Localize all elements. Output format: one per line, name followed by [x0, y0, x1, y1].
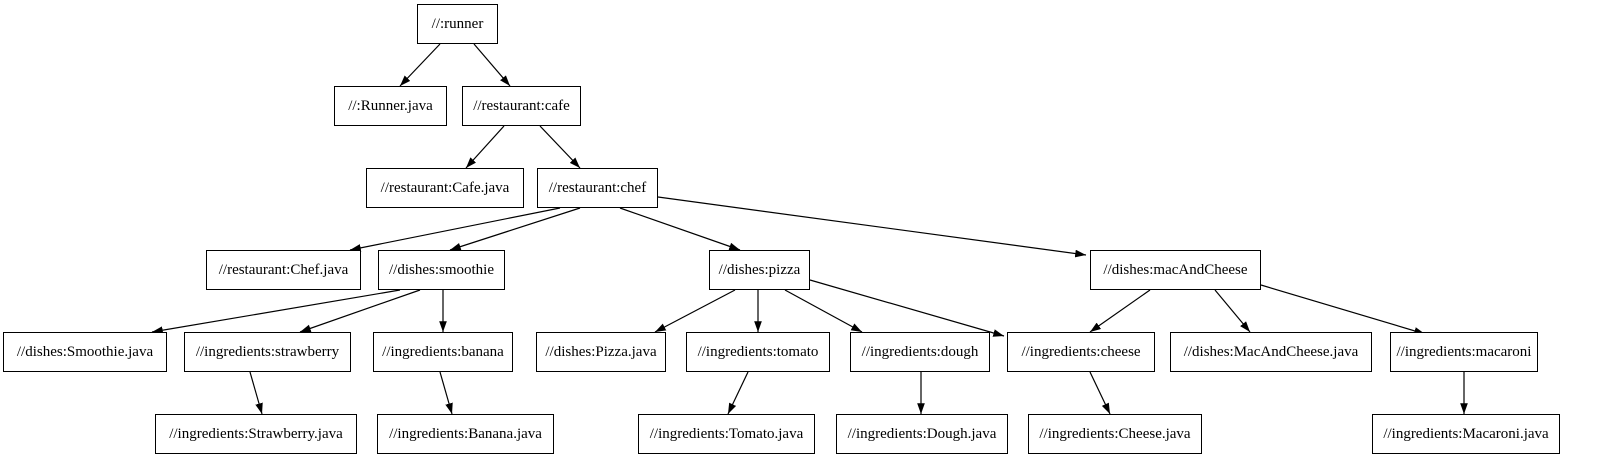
graph-node-label: //restaurant:chef: [548, 179, 647, 196]
graph-edge-dishes_smoothie-to-ing_strawberry: [299, 289, 421, 333]
graph-node-label: //dishes:macAndCheese: [1103, 261, 1248, 278]
graph-node-ing_dough[interactable]: //ingredients:dough: [850, 332, 990, 372]
graph-node-pizza_java[interactable]: //dishes:Pizza.java: [536, 332, 666, 372]
graph-node-dishes_pizza[interactable]: //dishes:pizza: [709, 250, 810, 290]
graph-node-restaurant_chef[interactable]: //restaurant:chef: [537, 168, 658, 208]
graph-node-label: //ingredients:strawberry: [195, 343, 340, 360]
graph-node-ing_banana[interactable]: //ingredients:banana: [373, 332, 513, 372]
graph-node-runner_java[interactable]: //:Runner.java: [334, 86, 447, 126]
graph-node-label: //dishes:Pizza.java: [545, 343, 657, 360]
graph-edge-runner-to-runner_java: [399, 43, 441, 87]
graph-node-label: //ingredients:dough: [861, 343, 979, 360]
graph-edge-runner-to-restaurant_cafe: [473, 43, 511, 87]
graph-edge-restaurant_chef-to-dishes_pizza: [619, 207, 741, 251]
graph-node-label: //ingredients:tomato: [697, 343, 819, 360]
graph-node-ing_macaroni[interactable]: //ingredients:macaroni: [1390, 332, 1538, 372]
graph-node-label: //restaurant:Chef.java: [218, 261, 349, 278]
graph-edge-restaurant_cafe-to-restaurant_chef: [539, 125, 581, 169]
graph-node-label: //ingredients:cheese: [1021, 343, 1141, 360]
graph-node-label: //restaurant:Cafe.java: [380, 179, 510, 196]
graph-edge-restaurant_cafe-to-cafe_java: [465, 125, 505, 169]
graph-node-cafe_java[interactable]: //restaurant:Cafe.java: [366, 168, 524, 208]
graph-node-label: //ingredients:Macaroni.java: [1383, 425, 1549, 442]
graph-node-label: //ingredients:Tomato.java: [649, 425, 804, 442]
graph-edge-dishes_macandchee-to-macandcheese_java: [1214, 289, 1251, 333]
graph-edge-ing_cheese-to-cheese_java: [1089, 371, 1111, 415]
graph-edge-dishes_macandchee-to-ing_macaroni: [1260, 284, 1426, 335]
graph-edge-dishes_pizza-to-ing_dough: [784, 289, 863, 333]
graph-node-label: //restaurant:cafe: [473, 97, 570, 114]
graph-node-macandcheese_java[interactable]: //dishes:MacAndCheese.java: [1170, 332, 1372, 372]
graph-node-label: //ingredients:Cheese.java: [1039, 425, 1191, 442]
graph-node-ing_strawberry[interactable]: //ingredients:strawberry: [184, 332, 351, 372]
graph-node-label: //dishes:MacAndCheese.java: [1183, 343, 1359, 360]
graph-node-label: //:Runner.java: [348, 97, 433, 114]
graph-node-ing_cheese[interactable]: //ingredients:cheese: [1007, 332, 1155, 372]
graph-node-ing_tomato[interactable]: //ingredients:tomato: [686, 332, 830, 372]
graph-edge-dishes_macandchee-to-ing_cheese: [1089, 289, 1151, 333]
graph-node-dough_java[interactable]: //ingredients:Dough.java: [836, 414, 1008, 454]
graph-node-label: //dishes:smoothie: [389, 261, 494, 278]
graph-edge-dishes_pizza-to-ing_cheese: [809, 279, 1005, 337]
graph-edge-restaurant_chef-to-chef_java: [349, 207, 561, 252]
graph-node-dishes_smoothie[interactable]: //dishes:smoothie: [378, 250, 505, 290]
graph-node-label: //dishes:pizza: [718, 261, 801, 278]
graph-node-label: //ingredients:Strawberry.java: [169, 425, 343, 442]
graph-node-label: //:runner: [431, 15, 484, 32]
graph-node-label: //dishes:Smoothie.java: [16, 343, 154, 360]
graph-edge-dishes_pizza-to-pizza_java: [654, 289, 736, 333]
graph-node-label: //ingredients:Banana.java: [389, 425, 542, 442]
graph-node-restaurant_cafe[interactable]: //restaurant:cafe: [462, 86, 581, 126]
graph-node-label: //ingredients:macaroni: [1396, 343, 1532, 360]
graph-node-cheese_java[interactable]: //ingredients:Cheese.java: [1028, 414, 1202, 454]
graph-node-dishes_macandchee[interactable]: //dishes:macAndCheese: [1090, 250, 1261, 290]
graph-node-label: //ingredients:banana: [382, 343, 504, 360]
graph-node-smoothie_java[interactable]: //dishes:Smoothie.java: [3, 332, 167, 372]
graph-node-macaroni_java[interactable]: //ingredients:Macaroni.java: [1372, 414, 1560, 454]
graph-edge-restaurant_chef-to-dishes_smoothie: [449, 207, 581, 251]
graph-node-runner[interactable]: //:runner: [417, 4, 498, 44]
graph-edge-ing_banana-to-banana_java: [439, 371, 453, 415]
graph-node-strawberry_java[interactable]: //ingredients:Strawberry.java: [155, 414, 357, 454]
graph-edge-ing_strawberry-to-strawberry_java: [249, 371, 263, 415]
graph-node-label: //ingredients:Dough.java: [847, 425, 997, 442]
graph-edges: [151, 43, 1468, 415]
graph-node-banana_java[interactable]: //ingredients:Banana.java: [377, 414, 554, 454]
graph-node-chef_java[interactable]: //restaurant:Chef.java: [206, 250, 361, 290]
graph-edge-restaurant_chef-to-dishes_macandchee: [657, 196, 1087, 258]
graph-edge-ing_tomato-to-tomato_java: [727, 371, 749, 415]
graph-edge-dishes_smoothie-to-smoothie_java: [151, 289, 401, 334]
graph-node-tomato_java[interactable]: //ingredients:Tomato.java: [638, 414, 815, 454]
